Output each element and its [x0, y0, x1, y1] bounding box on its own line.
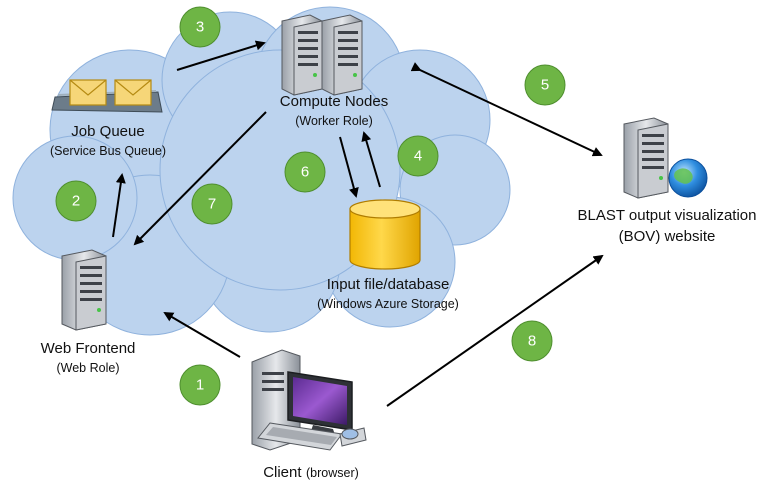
step-badge-5-label: 5: [541, 77, 549, 94]
compute-nodes-subtitle: (Worker Role): [295, 114, 373, 129]
arrow-client-to-frontend: [163, 311, 241, 358]
arrow-queue-to-compute: [176, 40, 266, 71]
flow-arrows: [112, 40, 604, 407]
step-badge-3-label: 3: [196, 19, 204, 36]
arrow-compute-to-frontend: [133, 111, 267, 246]
step-badge-8-label: 8: [528, 333, 536, 350]
job-queue-subtitle: (Service Bus Queue): [49, 144, 167, 159]
step-badge-1: 1: [179, 364, 221, 406]
bov-subtitle: (BOV) website: [618, 228, 716, 246]
step-badge-7-label: 7: [208, 196, 216, 213]
compute-nodes-title: Compute Nodes: [279, 93, 389, 110]
envelope-queue-icon: [51, 79, 163, 113]
client-subtitle: (browser): [306, 466, 359, 480]
server-icon: [61, 249, 107, 331]
step-badge-3: 3: [179, 6, 221, 48]
step-badge-4: 4: [397, 135, 439, 177]
job-queue-title: Job Queue: [71, 123, 145, 140]
step-badge-6-label: 6: [301, 164, 309, 181]
client-label: Client (browser): [236, 464, 386, 482]
step-badge-8: 8: [511, 320, 553, 362]
step-badge-2-label: 2: [72, 193, 80, 210]
web-server-globe-icon: [623, 117, 708, 199]
bov-label: BLAST output visualization (BOV) website: [567, 207, 767, 246]
step-badge-7: 7: [191, 183, 233, 225]
client-title: Client: [263, 464, 302, 481]
job-queue-label: Job Queue (Service Bus Queue): [38, 123, 178, 159]
arrow-compute-to-bov: [410, 62, 603, 157]
step-badge-5: 5: [524, 64, 566, 106]
desktop-computer-icon: [251, 349, 367, 451]
step-badge-6: 6: [284, 151, 326, 193]
compute-nodes-label: Compute Nodes (Worker Role): [264, 93, 404, 129]
web-frontend-label: Web Frontend (Web Role): [18, 340, 158, 376]
step-badge-1-label: 1: [196, 377, 204, 394]
database-cylinder-icon: [349, 199, 421, 270]
arrow-storage-to-compute: [361, 131, 381, 188]
storage-subtitle: (Windows Azure Storage): [317, 297, 459, 312]
arrow-frontend-to-queue: [112, 173, 126, 238]
bov-title: BLAST output visualization: [577, 207, 757, 224]
step-badge-2: 2: [55, 180, 97, 222]
arrow-client-to-bov: [386, 254, 604, 407]
server-rack-icon: [281, 14, 363, 96]
web-frontend-subtitle: (Web Role): [56, 361, 120, 376]
arrow-compute-to-storage: [339, 136, 359, 198]
storage-label: Input file/database (Windows Azure Stora…: [298, 276, 478, 312]
step-badge-4-label: 4: [414, 148, 422, 165]
web-frontend-title: Web Frontend: [40, 340, 136, 357]
storage-title: Input file/database: [326, 276, 450, 293]
